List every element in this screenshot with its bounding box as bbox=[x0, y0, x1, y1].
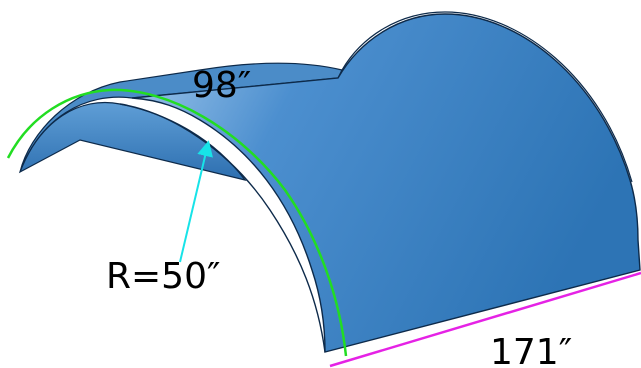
radius-arc bbox=[6, 88, 348, 357]
shell-back-arch bbox=[341, 11, 633, 183]
shell-outer-surface bbox=[131, 13, 641, 353]
radius-arrow bbox=[179, 140, 213, 263]
length-dimension-line bbox=[329, 271, 641, 368]
length-label: 171″ bbox=[490, 332, 572, 368]
width-label: 98″ bbox=[192, 65, 251, 106]
shell-front-rim bbox=[119, 103, 326, 353]
radius-label: R=50″ bbox=[106, 256, 220, 297]
